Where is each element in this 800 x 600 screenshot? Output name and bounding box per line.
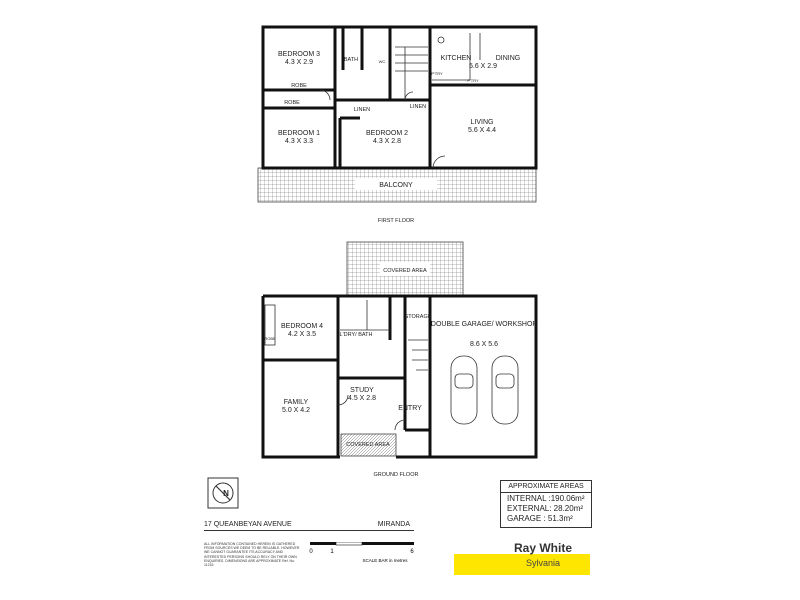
area-external: EXTERNAL: 28.20m² (507, 504, 584, 513)
room-kitchen-dims: 5.6 X 2.9 (469, 63, 497, 70)
areas-title: APPROXIMATE AREAS (501, 481, 591, 493)
room-study-name: STUDY (350, 387, 374, 394)
ground-floor-title: GROUND FLOOR (374, 472, 419, 478)
room-family-name: FAMILY (284, 399, 309, 406)
approximate-areas-box: APPROXIMATE AREAS INTERNAL :190.06m² EXT… (500, 480, 592, 528)
bath-label: BATH (344, 57, 358, 63)
covered-area-top-label: COVERED AREA (383, 268, 427, 274)
room-kitchen-name: KITCHEN (441, 55, 472, 62)
address-line: 17 QUEANBEYAN AVENUE MIRANDA (204, 521, 414, 531)
robe-label-2: ROBE (284, 100, 300, 106)
robe-label-ground: ROBE (264, 336, 276, 341)
room-bedroom1-dims: 4.3 X 3.3 (285, 138, 313, 145)
brand-name: Ray White (514, 541, 573, 555)
scale-tick-6: 6 (410, 549, 414, 555)
linen-label: LINEN (354, 107, 370, 113)
covered-area-bottom (340, 433, 397, 457)
first-floor-title: FIRST FLOOR (378, 218, 414, 224)
room-bedroom2-dims: 4.3 X 2.8 (373, 138, 401, 145)
room-bedroom4-dims: 4.2 X 3.5 (288, 331, 316, 338)
scale-caption: SCALE BAR in metres (362, 558, 408, 563)
covered-area-bottom-label: COVERED AREA (346, 442, 390, 448)
room-study-dims: 4.5 X 2.8 (348, 395, 376, 402)
room-garage-name: DOUBLE GARAGE/ WORKSHOP (431, 321, 538, 328)
address-street: 17 QUEANBEYAN AVENUE (204, 521, 292, 528)
linen-label-2: LINEN (410, 104, 426, 110)
room-bedroom4-name: BEDROOM 4 (281, 323, 323, 330)
brand-logo: Ray White Sylvania (454, 537, 590, 575)
storage-label: STORAGE (405, 314, 432, 320)
room-family-dims: 5.0 X 4.2 (282, 407, 310, 414)
robe-label: ROBE (291, 83, 307, 89)
room-bedroom3-name: BEDROOM 3 (278, 51, 320, 58)
area-garage: GARAGE : 51.3m² (507, 514, 573, 523)
compass-icon: N (207, 477, 239, 509)
disclaimer-text: ALL INFORMATION CONTAINED HEREIN IS GATH… (204, 542, 300, 568)
compass-letter: N (223, 489, 229, 498)
address-suburb: MIRANDA (377, 521, 410, 528)
room-living-name: LIVING (471, 119, 494, 126)
room-bedroom3-dims: 4.3 X 2.9 (285, 59, 313, 66)
room-garage-dims: 8.6 X 5.6 (470, 341, 498, 348)
scale-bar: 0 1 6 SCALE BAR in metres (300, 541, 420, 568)
scale-tick-1: 1 (330, 549, 334, 555)
scale-tick-0: 0 (309, 549, 313, 555)
entry-label: ENTRY (398, 405, 422, 412)
brand-location: Sylvania (526, 558, 561, 568)
room-dining-name: DINING (496, 55, 521, 62)
area-internal: INTERNAL :190.06m² (507, 494, 585, 503)
room-living-dims: 5.6 X 4.4 (468, 127, 496, 134)
ground-floor: COVERED AREA BEDROOM 4 4.2 X 3.5 ROBE L'… (261, 241, 538, 478)
room-bedroom1-name: BEDROOM 1 (278, 130, 320, 137)
first-floor: BEDROOM 3 4.3 X 2.9 ROBE ROBE BEDROOM 1 … (257, 25, 538, 224)
wc-label: WC (379, 59, 386, 64)
room-bedroom2-name: BEDROOM 2 (366, 130, 408, 137)
balcony-label: BALCONY (379, 182, 413, 189)
pantry-label-2: P'TRY (467, 78, 479, 83)
pantry-label: P'TRY (431, 71, 443, 76)
garage-cars (450, 355, 519, 425)
laundry-bath-label: L'DRY/ BATH (340, 332, 373, 338)
